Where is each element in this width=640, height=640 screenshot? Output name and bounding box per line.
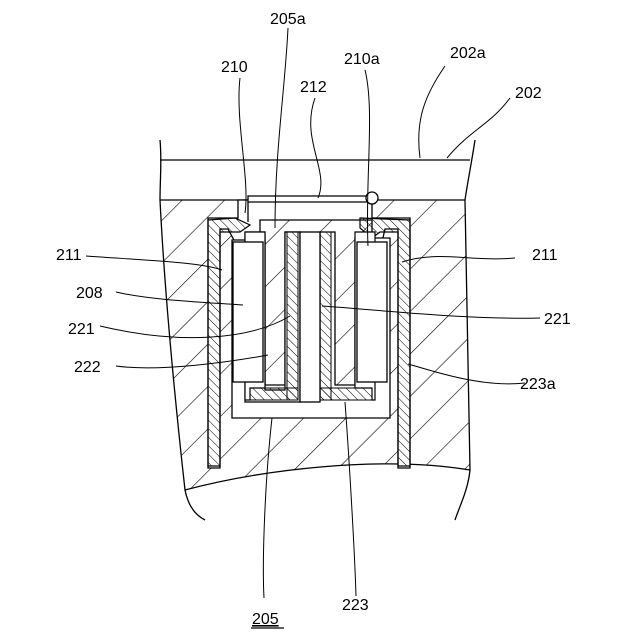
label-202a: 202a — [450, 45, 486, 62]
label-210: 210 — [221, 59, 248, 76]
label-221-left: 221 — [68, 321, 95, 338]
label-212: 212 — [300, 79, 327, 96]
label-223: 223 — [342, 597, 369, 614]
cells-208 — [233, 232, 387, 402]
cover-outline — [160, 140, 475, 200]
label-205a: 205a — [270, 11, 306, 28]
label-223a: 223a — [520, 376, 556, 393]
label-222: 222 — [74, 359, 101, 376]
label-205: 205 — [252, 611, 279, 628]
label-211-right: 211 — [532, 247, 558, 264]
label-202: 202 — [515, 85, 542, 102]
label-211-left: 211 — [56, 247, 82, 264]
label-208: 208 — [76, 285, 103, 302]
label-221-right: 221 — [544, 311, 571, 328]
label-210a: 210a — [344, 51, 380, 68]
